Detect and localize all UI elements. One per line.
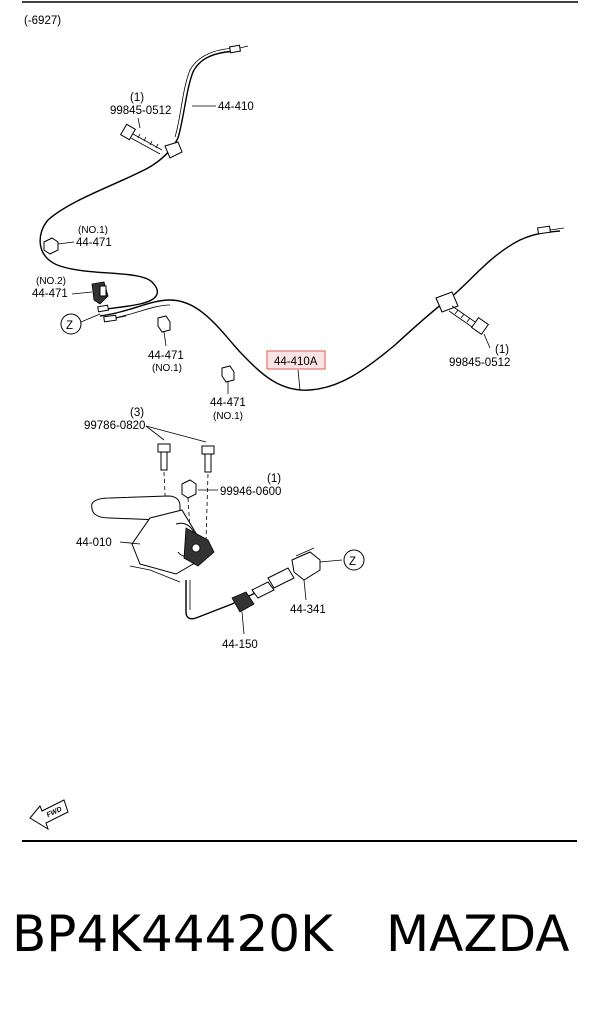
bolt-99786-0820-a [157, 443, 171, 471]
clip-44-471-b [157, 315, 171, 333]
label-44-010: 44-010 [76, 537, 112, 549]
label-44-471-no2-ref: (NO.2) [36, 276, 66, 287]
highlight-box [266, 350, 326, 370]
bolt-99786-0820-b [201, 445, 215, 473]
clip-44-471-no2 [91, 281, 109, 305]
label-44-471-b: 44-471 [148, 350, 184, 362]
z-reference-top [60, 313, 82, 335]
label-44-471-b-ref: (NO.1) [152, 363, 182, 374]
bolt-99845-0512-top [119, 123, 163, 155]
label-99845-top-qty: (1) [130, 92, 144, 104]
label-99845-top: 99845-0512 [110, 105, 171, 117]
footer-part-number: BP4K44420K [12, 905, 334, 963]
label-44-410: 44-410 [218, 101, 254, 113]
label-99786: 99786-0820 [84, 420, 145, 432]
fwd-arrow-icon: FWD [29, 799, 69, 831]
label-99845-right: 99845-0512 [449, 357, 510, 369]
label-99786-qty: (3) [130, 407, 144, 419]
footer-brand: MAZDA [386, 905, 569, 963]
range-note: (-6927) [24, 15, 61, 27]
cable-44-150 [185, 567, 295, 620]
nut-99946-0600 [181, 479, 197, 499]
bolt-99845-0512-right [448, 305, 490, 336]
label-44-471-no1-a: 44-471 [76, 237, 112, 249]
z-reference-bottom-label: Z [349, 556, 356, 568]
clip-44-471-no1-a [43, 237, 59, 255]
parking-brake-lever-44-010 [91, 495, 215, 583]
label-44-410A[interactable]: 44-410A [274, 356, 318, 368]
clip-44-471-c [221, 365, 235, 383]
label-44-150: 44-150 [222, 639, 258, 651]
label-44-471-c-ref: (NO.1) [213, 411, 243, 422]
cable-44-410 [39, 44, 249, 311]
label-44-410A-highlight[interactable]: 44-410A [266, 350, 326, 370]
label-44-471-c: 44-471 [210, 397, 246, 409]
label-44-471-no1-a-ref: (NO.1) [78, 225, 108, 236]
label-99946: 99946-0600 [220, 486, 281, 498]
z-reference-bottom [343, 549, 365, 571]
label-44-471-no2: 44-471 [32, 288, 68, 300]
equalizer-44-341 [291, 547, 321, 581]
label-99845-right-qty: (1) [495, 344, 509, 356]
label-44-341: 44-341 [290, 604, 326, 616]
label-99946-qty: (1) [267, 473, 281, 485]
z-reference-top-label: Z [66, 320, 73, 332]
